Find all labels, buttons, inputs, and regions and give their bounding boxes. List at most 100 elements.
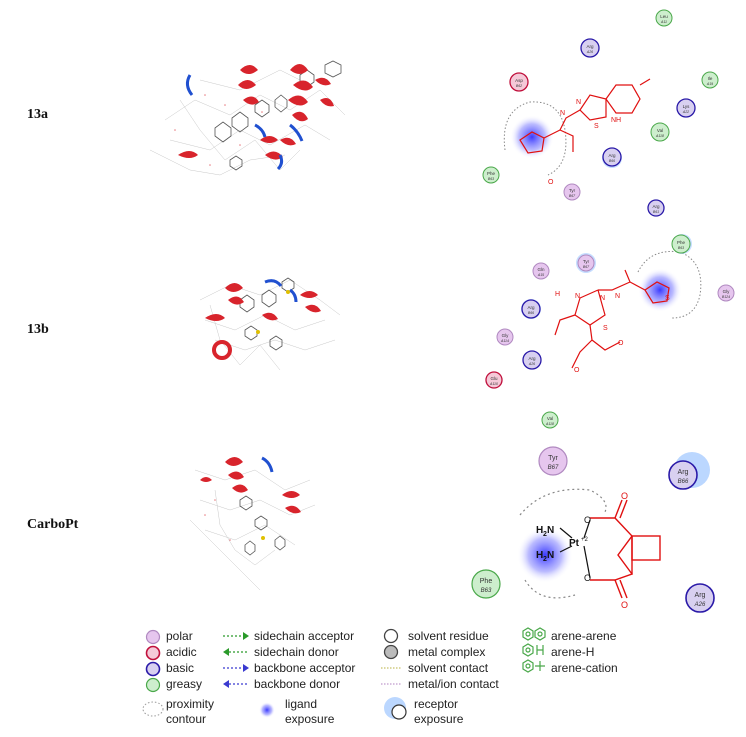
protein-3d-view-13a [149,60,346,176]
svg-text:O: O [548,179,554,186]
ligand-13b-structure [554,269,670,369]
svg-text:N: N [615,293,620,300]
legend-arene-arene-icon [522,627,546,641]
svg-text:Pt: Pt [569,538,580,549]
svg-text:Gly: Gly [723,289,731,294]
svg-text:B67: B67 [583,265,590,269]
row-label-carbopt: CarboPt [27,517,79,532]
svg-text:A26: A26 [586,50,593,54]
svg-text:Gly: Gly [502,333,510,338]
svg-text:B63: B63 [678,246,684,250]
svg-text:N: N [547,550,554,561]
legend-acidic-label: acidic [166,645,197,659]
svg-text:2: 2 [543,531,547,538]
svg-text:Lys: Lys [683,104,691,109]
proximity-contour [637,250,702,319]
svg-text:S: S [603,325,608,332]
legend-metal-ion-contact-label: metal/ion contact [408,677,499,691]
legend-acidic-icon [145,645,161,661]
svg-text:Arg: Arg [652,204,660,209]
ligand-carbopt-structure [590,499,661,599]
svg-text:B61: B61 [653,210,659,214]
protein-3d-view-13b [199,277,341,371]
legend-solvent-residue-icon [383,628,399,644]
ligand-13a-structure [519,78,651,154]
legend-metal-complex-icon [383,644,399,660]
legend-polar-label: polar [166,629,193,643]
legend-proximity-icon [142,701,164,717]
legend-ligand-label: ligand [285,697,318,711]
legend-solvent-residue-label: solvent residue [408,629,489,643]
ligand-carbopt-labels: H 2 N H 2 N Pt +2 O O O O [536,491,628,610]
legend-basic-icon [145,661,161,677]
legend-symbols [142,627,546,720]
svg-text:Tyr: Tyr [569,188,576,193]
svg-text:B67: B67 [569,194,576,198]
legend-receptor-exposure-label: exposure [414,712,464,726]
svg-text:B62: B62 [516,84,522,88]
svg-text:O: O [621,600,628,610]
svg-text:A11: A11 [660,20,667,24]
svg-text:A22: A22 [682,110,689,114]
svg-text:H: H [536,550,543,561]
ligand-13b-labels: H N S N N O O S [555,291,670,374]
svg-text:B66: B66 [528,311,534,315]
legend-sidechain-donor-icon [223,648,249,656]
proximity-contour [519,488,607,516]
legend-arene-h-label: arene-H [551,645,595,659]
svg-text:O: O [584,515,591,525]
svg-text:O: O [618,340,624,347]
legend-proximity-label: proximity [166,697,215,711]
legend-receptor-label: receptor [414,697,459,711]
svg-text:+2: +2 [581,537,589,543]
ligand-exposure-blob [517,527,573,583]
svg-text:Arg: Arg [527,305,535,310]
svg-text:N: N [575,293,580,300]
legend-ligand-exposure-label: exposure [285,712,335,726]
svg-text:B124: B124 [722,295,730,299]
legend-arene-cation-icon [522,659,545,673]
svg-text:B66: B66 [678,479,689,485]
legend-polar-icon [145,629,161,645]
svg-text:N: N [560,110,565,117]
svg-text:A15: A15 [537,273,544,277]
svg-text:Tyr: Tyr [548,455,558,462]
legend-sidechain-donor-label: sidechain donor [254,645,339,659]
legend-arene-h-icon [522,643,544,657]
legend-contour-label: contour [166,712,207,726]
svg-text:N: N [576,99,581,106]
svg-text:B67: B67 [548,465,559,471]
legend-ligand-exposure-icon [259,702,275,718]
svg-text:Phe: Phe [677,240,686,245]
svg-text:H: H [555,291,560,298]
row-label-13a: 13a [27,107,48,122]
legend-solvent-contact-label: solvent contact [408,661,489,675]
svg-text:H: H [536,525,543,536]
svg-text:A19: A19 [706,82,713,86]
